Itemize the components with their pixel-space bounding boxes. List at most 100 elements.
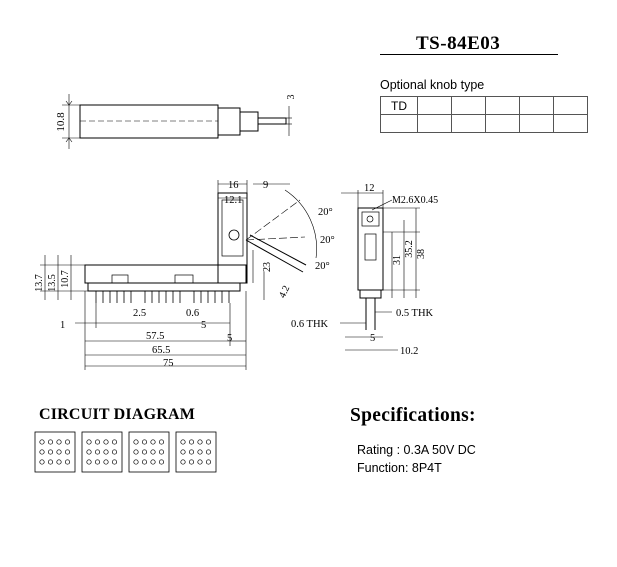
dim-label: 20° (320, 235, 335, 246)
circuit-contact (94, 439, 101, 445)
circuit-contact (133, 459, 139, 465)
circuit-contact (47, 459, 54, 465)
dim-label: 5 (201, 320, 206, 331)
circuit-contact (205, 459, 212, 465)
circuit-contact (133, 439, 139, 445)
dim-label: 57.5 (146, 331, 164, 342)
circuit-contact (197, 439, 203, 445)
circuit-frame (34, 431, 76, 473)
dim-label: 5 (370, 333, 375, 344)
dim-label: 1 (60, 320, 65, 331)
circuit-contact (103, 459, 109, 465)
dim-label: 2.5 (133, 308, 146, 319)
circuit-contact (64, 459, 71, 465)
circuit-group (175, 431, 217, 473)
circuit-contact (188, 459, 195, 465)
circuit-contact (94, 449, 101, 455)
circuit-contact (197, 449, 203, 455)
circuit-contact (180, 449, 186, 455)
dim-label: 0.5 THK (396, 308, 434, 319)
circuit-diagram-title: CIRCUIT DIAGRAM (39, 406, 196, 423)
dim-label: 38 (416, 249, 427, 259)
dim-label: 10.2 (400, 346, 418, 357)
part-number-title: TS-84E03 (416, 33, 501, 54)
circuit-frame (81, 431, 123, 473)
knob-table-row (380, 114, 588, 133)
dim-label: 9 (263, 180, 268, 191)
circuit-contact (47, 449, 54, 455)
dim-label: 13.7 (34, 274, 45, 292)
dim-label: 23 (262, 262, 273, 272)
knob-type-table: TD (380, 96, 588, 133)
circuit-contact (103, 449, 109, 455)
circuit-contact (141, 439, 148, 445)
circuit-contact (86, 449, 92, 455)
circuit-contact (111, 459, 118, 465)
knob-table-row: TD (380, 96, 588, 115)
circuit-contact (56, 439, 62, 445)
circuit-contact (197, 459, 203, 465)
dim-label: 16 (228, 180, 239, 191)
top-view (62, 94, 292, 149)
dim-label: 12.1 (224, 195, 242, 206)
spec-function: Function: 8P4T (357, 461, 442, 475)
dim-label: 13.5 (47, 274, 58, 292)
front-view (40, 180, 317, 370)
circuit-contact (205, 439, 212, 445)
title-underline (380, 54, 558, 55)
dim-label: 0.6 THK (291, 319, 329, 330)
circuit-contact (39, 439, 45, 445)
circuit-contact (111, 449, 118, 455)
circuit-contact (150, 449, 156, 455)
circuit-contact (64, 439, 71, 445)
circuit-contact (103, 439, 109, 445)
circuit-contact (56, 449, 62, 455)
circuit-contact (158, 449, 165, 455)
circuit-contact (86, 459, 92, 465)
circuit-contact (180, 439, 186, 445)
dim-label: 4.2 (277, 284, 292, 300)
circuit-contact (150, 439, 156, 445)
dim-label: 3 (286, 95, 297, 100)
circuit-contact (111, 439, 118, 445)
circuit-contact (94, 459, 101, 465)
circuit-frame (128, 431, 170, 473)
dim-label: 0.6 (186, 308, 199, 319)
circuit-contact (39, 459, 45, 465)
circuit-contact (47, 439, 54, 445)
dim-label: 20° (315, 261, 330, 272)
knob-type-caption: Optional knob type (380, 78, 485, 92)
circuit-contact (141, 449, 148, 455)
circuit-group (128, 431, 170, 473)
circuit-contact (141, 459, 148, 465)
circuit-contact (158, 459, 165, 465)
dim-label: 75 (163, 358, 174, 369)
circuit-contact (205, 449, 212, 455)
dim-label: M2.6X0.45 (392, 195, 438, 206)
circuit-contact (86, 439, 92, 445)
circuit-diagram (34, 431, 217, 473)
specifications-title: Specifications: (350, 405, 476, 426)
dim-label: 12 (364, 183, 375, 194)
dim-label: 10.8 (55, 112, 67, 132)
circuit-contact (188, 449, 195, 455)
dim-label: 31 (392, 255, 403, 265)
circuit-contact (150, 459, 156, 465)
circuit-group (34, 431, 76, 473)
circuit-contact (180, 459, 186, 465)
dim-label: 35.2 (404, 240, 415, 258)
circuit-group (81, 431, 123, 473)
circuit-contact (188, 439, 195, 445)
circuit-contact (64, 449, 71, 455)
spec-rating: Rating : 0.3A 50V DC (357, 443, 476, 457)
dim-label: 10.7 (60, 270, 71, 288)
circuit-contact (39, 449, 45, 455)
dim-label: 65.5 (152, 345, 170, 356)
circuit-contact (158, 439, 165, 445)
dim-label: 5 (227, 333, 232, 344)
side-view (340, 190, 420, 351)
circuit-contact (56, 459, 62, 465)
circuit-frame (175, 431, 217, 473)
knob-table-cell (553, 114, 588, 133)
